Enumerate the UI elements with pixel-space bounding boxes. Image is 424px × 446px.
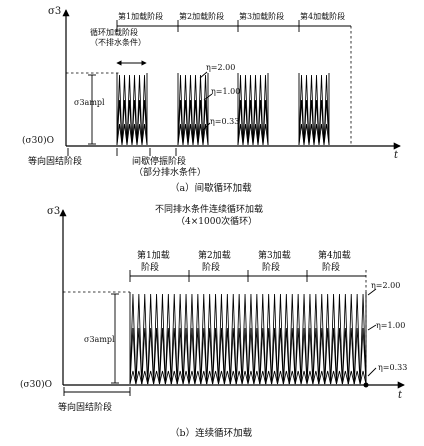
cyclic-wave (298, 123, 330, 146)
panel-b-eta-label-2: η=1.00 (376, 321, 405, 330)
panel-a-eta-label-2: η=1.00 (211, 87, 240, 96)
panel-b-eta-leader (367, 324, 377, 331)
panel-b-stage-label-2: 第2加载 (198, 249, 231, 261)
panel-a-iso-label: 等向固结阶段 (28, 155, 82, 167)
panel-a-cyclic-stage-label-2: （不排水条件） (90, 37, 146, 47)
cyclic-wave (129, 370, 190, 385)
panel-b-iso-label: 等向固结阶段 (58, 401, 112, 413)
cyclic-wave (177, 123, 209, 146)
panel-b-cyclic-waves (129, 292, 367, 385)
panel-a-amp-label: σ3ampl (74, 98, 105, 107)
panel-a-x-axis-label: t (394, 150, 399, 161)
cyclic-wave (247, 293, 308, 385)
panel-a-caption: （a）间歇循环加载 (170, 182, 252, 194)
panel-a-stage-label-2: 第2加载阶段 (179, 11, 224, 21)
panel-b-stage-sublabel-3: 阶段 (262, 261, 280, 273)
panel-a-eta-leader (203, 93, 213, 101)
panel-a-stage-label-1: 第1加载阶段 (118, 11, 163, 21)
panel-b-title-2: （4×1000次循环） (176, 215, 257, 227)
cyclic-wave (247, 370, 308, 385)
panel-b-stage-sublabel-1: 阶段 (141, 261, 159, 273)
panel-a-pause-label-2: （部分排水条件） (134, 166, 206, 178)
cyclic-wave (188, 293, 249, 385)
cyclic-wave (237, 123, 269, 146)
panel-b-stage-sublabel-2: 阶段 (202, 261, 220, 273)
panel-b-title-1: 不同排水条件连续循环加载 (155, 203, 263, 215)
panel-a-cyclic-bursts (116, 73, 330, 146)
panel-b-end-point (363, 382, 369, 388)
panel-a-eta-leader (202, 122, 211, 131)
panel-b-eta-leader (367, 367, 377, 377)
panel-a-stage-label-3: 第3加载阶段 (239, 11, 284, 21)
cyclic-wave (129, 293, 190, 385)
panel-a-cyclic-stage-label-1: 循环加载阶段 (90, 27, 138, 37)
panel-b-eta-label-3: η=0.33 (378, 363, 407, 372)
cyclic-wave (116, 123, 148, 146)
panel-b-caption: （b）连续循环加载 (170, 427, 253, 439)
panel-a-pause-label-1: 间歇停振阶段 (132, 155, 186, 167)
panel-a-origin-label: (σ30)O (22, 135, 54, 146)
cyclic-wave (306, 370, 367, 385)
panel-a-stage-label-4: 第4加载阶段 (300, 11, 345, 21)
panel-a: σ3 t (σ30)O σ3ampl 第1加载阶段 第2加载阶段 第3加载阶段 … (22, 6, 401, 194)
panel-b-eta-leader (367, 288, 377, 296)
panel-b-stage-label-4: 第4加载 (318, 249, 351, 261)
panel-b-stage-sublabel-4: 阶段 (322, 261, 340, 273)
panel-a-eta-label-1: η=2.00 (206, 63, 235, 72)
panel-a-eta-label-3: η=0.33 (210, 117, 239, 126)
cyclic-wave (188, 370, 249, 385)
panel-b-stage-label-3: 第3加载 (258, 249, 291, 261)
panel-b-x-axis-label: t (398, 390, 403, 401)
panel-b-origin-label: (σ30)O (20, 379, 52, 390)
cyclic-wave (306, 293, 367, 385)
panel-b-stage-label-1: 第1加载 (137, 249, 170, 261)
panel-b: 不同排水条件连续循环加载 （4×1000次循环） σ3 t (σ30)O 第1加… (20, 203, 407, 439)
panel-a-y-axis-label: σ3 (48, 6, 61, 17)
panel-b-amp-label: σ3ampl (84, 335, 115, 344)
panel-a-eta-leader (199, 71, 208, 79)
panel-b-eta-label-1: η=2.00 (371, 281, 400, 290)
panel-b-y-axis-label: σ3 (47, 206, 60, 217)
